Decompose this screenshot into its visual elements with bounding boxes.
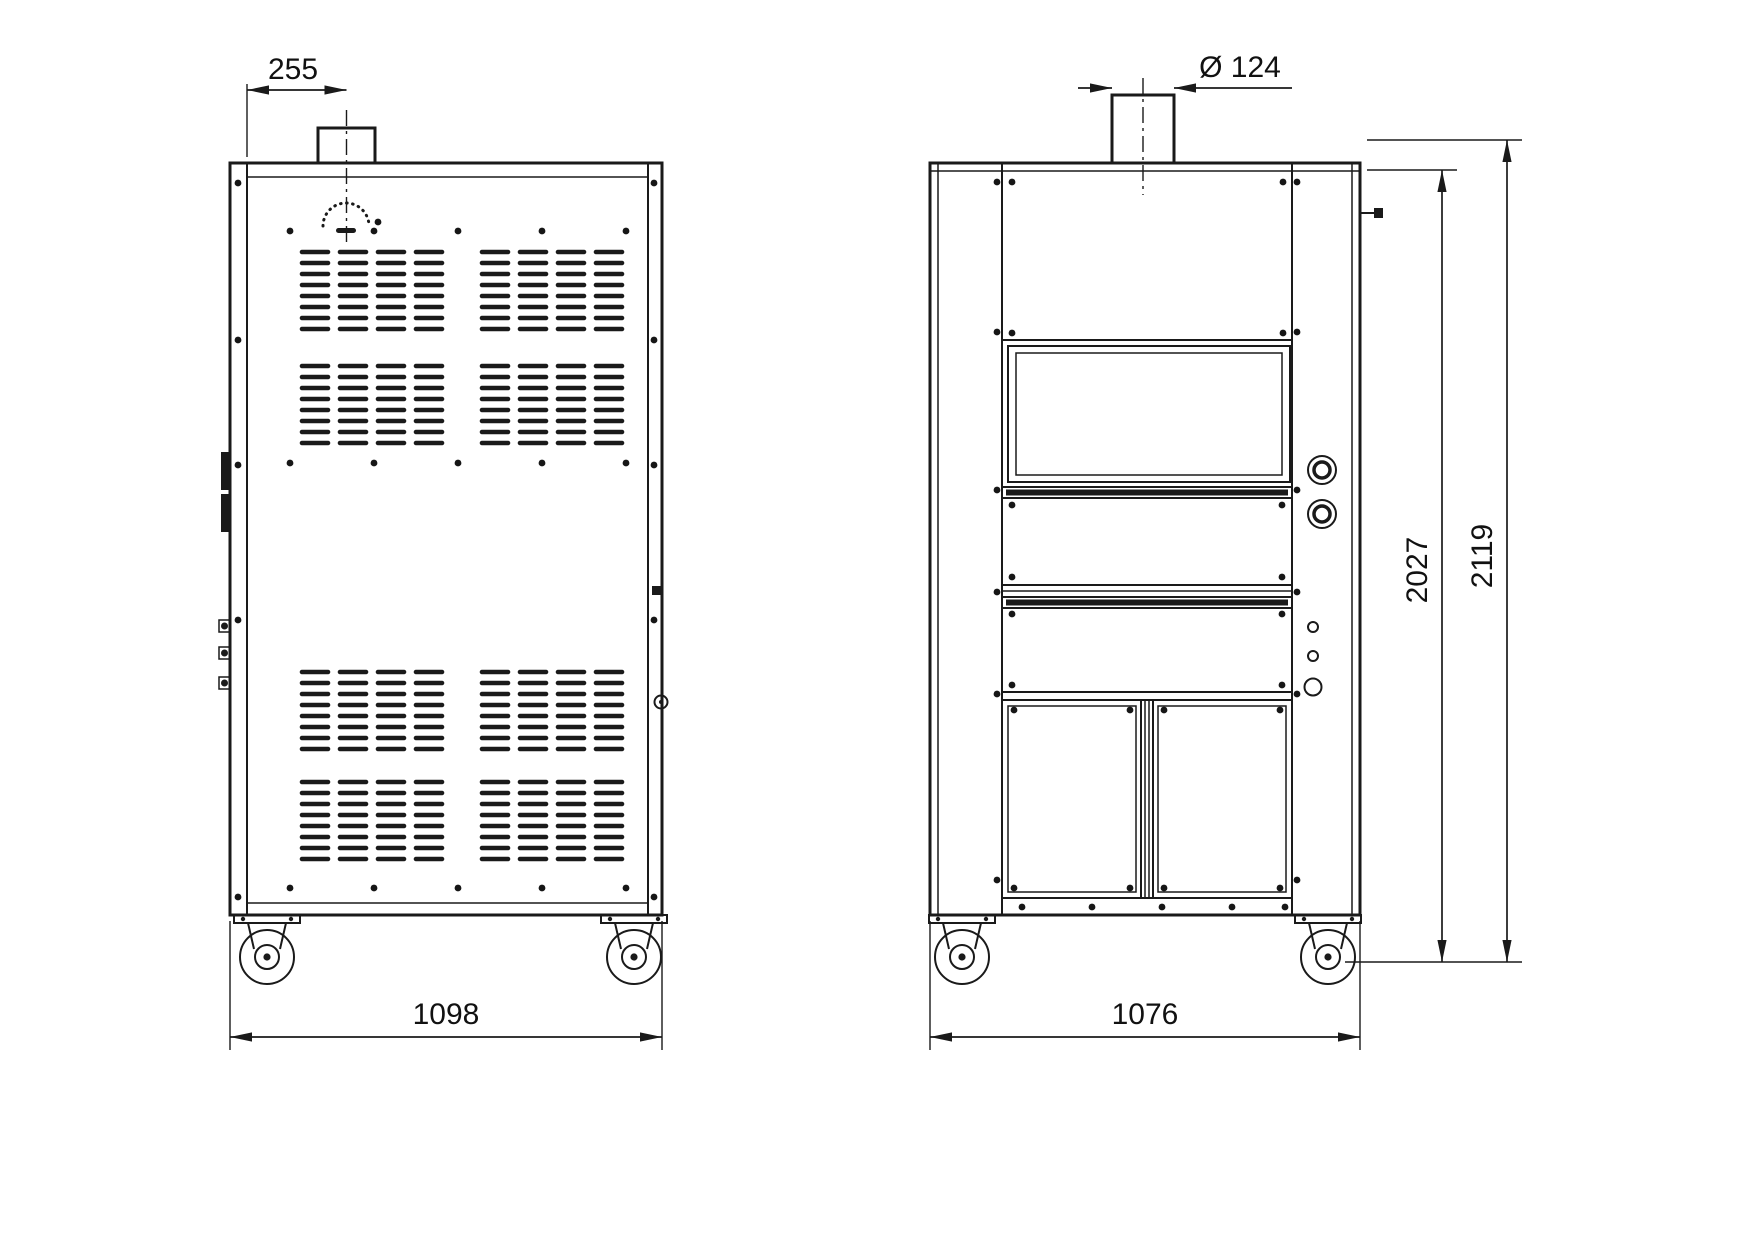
- right-door: [1157, 705, 1287, 893]
- drawer-bottom-strip: [1001, 691, 1293, 701]
- connector-dot: [221, 622, 228, 630]
- gauge-tick-arc: [321, 201, 371, 228]
- dim-label-diameter: Ø 124: [1199, 51, 1281, 84]
- rear-cabinet-outline: [228, 161, 664, 917]
- viewing-window-glass: [1015, 352, 1283, 476]
- dim-label-255: 255: [268, 53, 318, 86]
- drawer-section: [1001, 486, 1293, 701]
- dim-chimney-offset: 255: [246, 53, 347, 157]
- dim-label-1098: 1098: [413, 998, 480, 1031]
- drawer-face: [1001, 497, 1293, 586]
- caster-wheel: [600, 914, 668, 985]
- indicator-light: [1307, 650, 1319, 662]
- vent-group: [299, 249, 445, 332]
- side-knob: [653, 694, 669, 710]
- control-knob-ring: [1312, 460, 1332, 480]
- caster-wheel: [1294, 914, 1362, 985]
- control-knob: [1307, 499, 1337, 529]
- center-door-handle: [1140, 699, 1154, 899]
- door-frame: [1001, 699, 1293, 899]
- vent-group: [299, 669, 445, 752]
- left-door: [1007, 705, 1137, 893]
- dimensions: 255 Ø 124 1098 1076 2027: [229, 51, 1522, 1050]
- side-pin-head: [1374, 208, 1383, 218]
- dim-front-width: 1076: [929, 921, 1361, 1050]
- hinge-block: [221, 494, 230, 532]
- drawer-face: [1001, 607, 1293, 693]
- vent-group: [299, 779, 445, 862]
- connector-stub: [218, 646, 231, 660]
- hinge-block: [221, 452, 230, 490]
- side-knob-dot: [659, 700, 663, 704]
- rear-gauge: [321, 201, 371, 233]
- caster-wheel: [928, 914, 996, 985]
- indicator-button: [1303, 677, 1323, 697]
- vent-group: [479, 779, 625, 862]
- dim-label-2119: 2119: [1466, 524, 1499, 589]
- connector-stub: [218, 619, 231, 633]
- indicator-light: [1307, 621, 1319, 633]
- vent-group: [299, 363, 445, 446]
- drawer-handle-bar: [1006, 489, 1288, 496]
- connector-stub: [218, 676, 231, 690]
- dim-label-2027: 2027: [1401, 537, 1434, 604]
- control-knob: [1307, 455, 1337, 485]
- rear-panel-screws: [234, 179, 658, 901]
- gauge-slot: [336, 228, 356, 233]
- vent-group: [479, 249, 625, 332]
- dim-body-height: 2027: [1367, 169, 1457, 962]
- control-knob-ring: [1312, 504, 1332, 524]
- caster-wheel: [233, 914, 301, 985]
- connector-dot: [221, 649, 228, 657]
- rear-vent-panels: [299, 249, 625, 862]
- rear-view: [218, 110, 669, 985]
- dim-overall-height: 2119: [1345, 139, 1522, 963]
- front-view: [928, 78, 1383, 985]
- front-casters: [928, 914, 1362, 985]
- dim-rear-width: 1098: [229, 921, 663, 1050]
- dim-label-1076: 1076: [1112, 998, 1179, 1031]
- dim-chimney-diameter: Ø 124: [1078, 51, 1292, 93]
- viewing-window-frame: [1007, 345, 1291, 483]
- rear-side-fittings: [218, 452, 669, 710]
- vent-group: [479, 669, 625, 752]
- latch-block: [652, 586, 662, 595]
- vent-group: [479, 363, 625, 446]
- rear-casters: [233, 914, 668, 985]
- control-fittings: [1303, 208, 1383, 697]
- lower-door-section: [1001, 699, 1293, 899]
- front-panel-screws: [993, 178, 1301, 911]
- connector-dot: [221, 679, 228, 687]
- drawer-handle-bar: [1006, 599, 1288, 606]
